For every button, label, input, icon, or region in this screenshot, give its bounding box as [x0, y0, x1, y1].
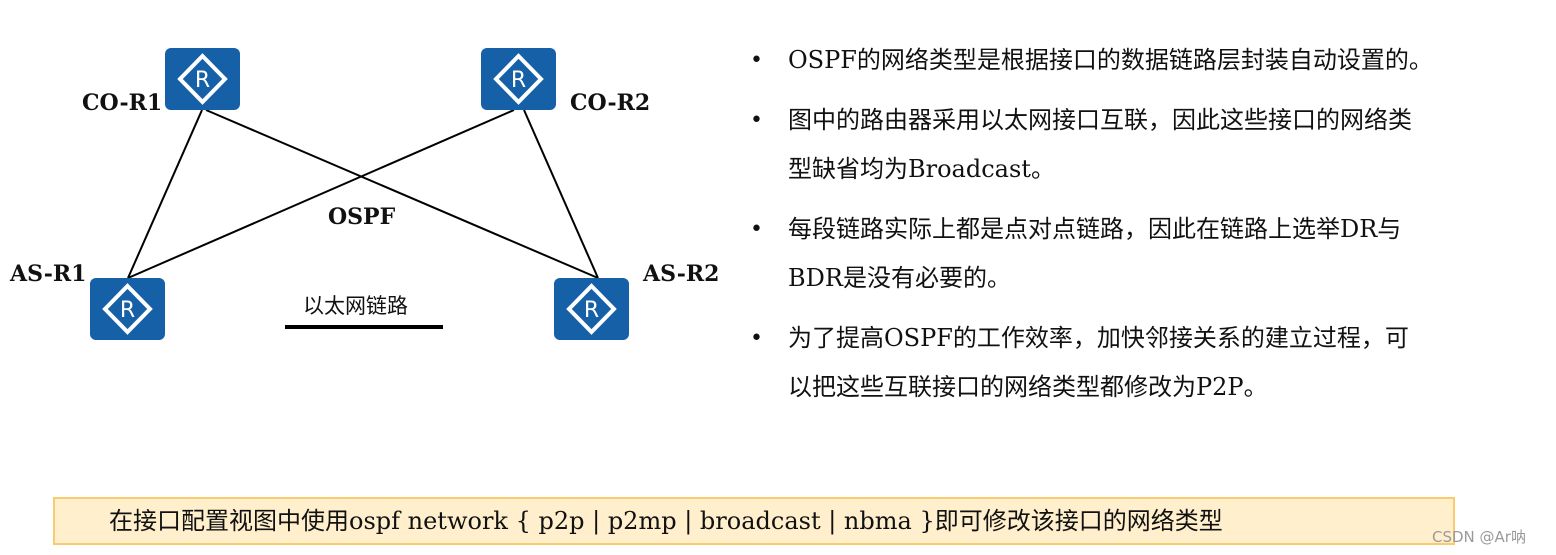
banner-suffix: 即可修改该接口的网络类型: [934, 507, 1223, 535]
bullet-text-line: 以把这些互联接口的网络类型都修改为P2P。: [788, 373, 1268, 401]
banner-text: 在接口配置视图中使用ospf network { p2p | p2mp | br…: [109, 499, 1223, 543]
bullet-item: • 每段链路实际上都是点对点链路，因此在链路上选举DR与 BDR是没有必要的。: [740, 205, 1550, 303]
bullet-text-line: 为了提高OSPF的工作效率，加快邻接关系的建立过程，可: [788, 324, 1409, 352]
legend-ethernet-link-line: [285, 325, 443, 329]
router-co-r2: R: [481, 48, 556, 110]
bullet-text-line: OSPF的网络类型是根据接口的数据链路层封装自动设置的。: [788, 46, 1433, 74]
svg-text:R: R: [195, 68, 210, 93]
link-co-r2-as-r1: [127, 109, 515, 279]
bullet-item: • OSPF的网络类型是根据接口的数据链路层封装自动设置的。: [740, 36, 1550, 85]
router-as-r1: R: [90, 278, 165, 340]
router-icon: R: [177, 53, 228, 105]
bullet-dot-icon: •: [750, 217, 763, 242]
svg-text:R: R: [511, 68, 526, 93]
protocol-label: OSPF: [328, 204, 396, 230]
bullet-dot-icon: •: [750, 326, 763, 351]
node-label-co-r2: CO-R2: [570, 90, 651, 116]
bullet-text-line: BDR是没有必要的。: [788, 264, 1011, 292]
router-icon: R: [566, 283, 617, 335]
router-as-r2: R: [554, 278, 629, 340]
router-icon: R: [102, 283, 153, 335]
bullet-list: • OSPF的网络类型是根据接口的数据链路层封装自动设置的。 • 图中的路由器采…: [740, 36, 1550, 423]
svg-text:R: R: [120, 298, 135, 323]
node-label-co-r1: CO-R1: [82, 90, 163, 116]
router-co-r1: R: [165, 48, 240, 110]
link-co-r1-as-r2: [205, 109, 599, 279]
link-co-r1-as-r1: [127, 109, 203, 279]
router-icon: R: [493, 53, 544, 105]
bullet-text-line: 图中的路由器采用以太网接口互联，因此这些接口的网络类: [788, 106, 1412, 134]
bullet-dot-icon: •: [750, 108, 763, 133]
banner-command: ospf network { p2p | p2mp | broadcast | …: [349, 507, 935, 535]
svg-text:R: R: [584, 298, 599, 323]
node-label-as-r2: AS-R2: [643, 261, 720, 287]
bullet-text-line: 型缺省均为Broadcast。: [788, 155, 1055, 183]
link-co-r2-as-r2: [523, 109, 599, 279]
bullet-text-line: 每段链路实际上都是点对点链路，因此在链路上选举DR与: [788, 215, 1402, 243]
bullet-item: • 为了提高OSPF的工作效率，加快邻接关系的建立过程，可 以把这些互联接口的网…: [740, 314, 1550, 412]
links-layer: [127, 109, 599, 279]
bullet-item: • 图中的路由器采用以太网接口互联，因此这些接口的网络类 型缺省均为Broadc…: [740, 96, 1550, 194]
banner-prefix: 在接口配置视图中使用: [109, 507, 349, 535]
watermark: CSDN @Ar呐: [1432, 528, 1526, 546]
bullet-dot-icon: •: [750, 48, 763, 73]
network-topology-diagram: R CO-R1 R CO-R2 R AS-R1 R AS-R2 OSPF 以太网…: [0, 0, 730, 360]
command-tip-banner: 在接口配置视图中使用ospf network { p2p | p2mp | br…: [53, 497, 1455, 545]
node-label-as-r1: AS-R1: [10, 261, 87, 287]
legend-label: 以太网链路: [303, 294, 408, 318]
